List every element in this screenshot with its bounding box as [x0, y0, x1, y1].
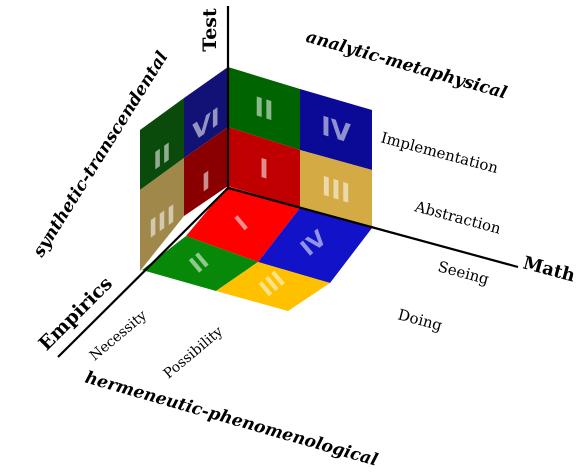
numeral-back-bottom-left: I — [259, 153, 269, 186]
empirics-axis — [57, 187, 229, 358]
bottom-face-title: hermeneutic-phenomenological — [83, 368, 381, 471]
floor-cell-front-left — [142, 236, 258, 291]
left-cell-top-back — [184, 67, 228, 158]
back-cell-bottom-right — [300, 150, 372, 228]
back-cell-bottom-left — [228, 127, 300, 208]
left-face — [140, 67, 228, 271]
left-cell-bottom-front — [140, 158, 184, 271]
implementation-label: Implementation — [379, 128, 501, 177]
possibility-label: Possibility — [161, 324, 227, 383]
back-face-title: analytic-metaphysical — [304, 27, 510, 104]
floor-cell-back-left — [186, 186, 300, 262]
necessity-label: Necessity — [87, 308, 150, 365]
test-axis-label: Test — [199, 8, 221, 52]
seeing-label: Seeing — [436, 257, 491, 288]
doing-label: Doing — [396, 305, 445, 334]
left-cell-top-front — [140, 98, 184, 190]
numeral-left-bottom-back: I — [202, 165, 211, 199]
math-axis — [227, 186, 519, 269]
numeral-left-top-front: II — [153, 137, 171, 177]
floor-face — [142, 186, 372, 311]
axes — [57, 6, 519, 358]
floor-cell-back-right — [258, 208, 372, 283]
left-cell-bottom-back — [184, 127, 228, 216]
back-cell-top-left — [228, 67, 300, 150]
math-axis-label: Math — [521, 253, 578, 287]
abstraction-label: Abstraction — [412, 197, 503, 238]
numeral-back-top-left: II — [254, 91, 273, 127]
back-face — [228, 67, 372, 228]
back-cell-top-right — [300, 89, 372, 170]
floor-cell-front-right — [216, 262, 330, 311]
